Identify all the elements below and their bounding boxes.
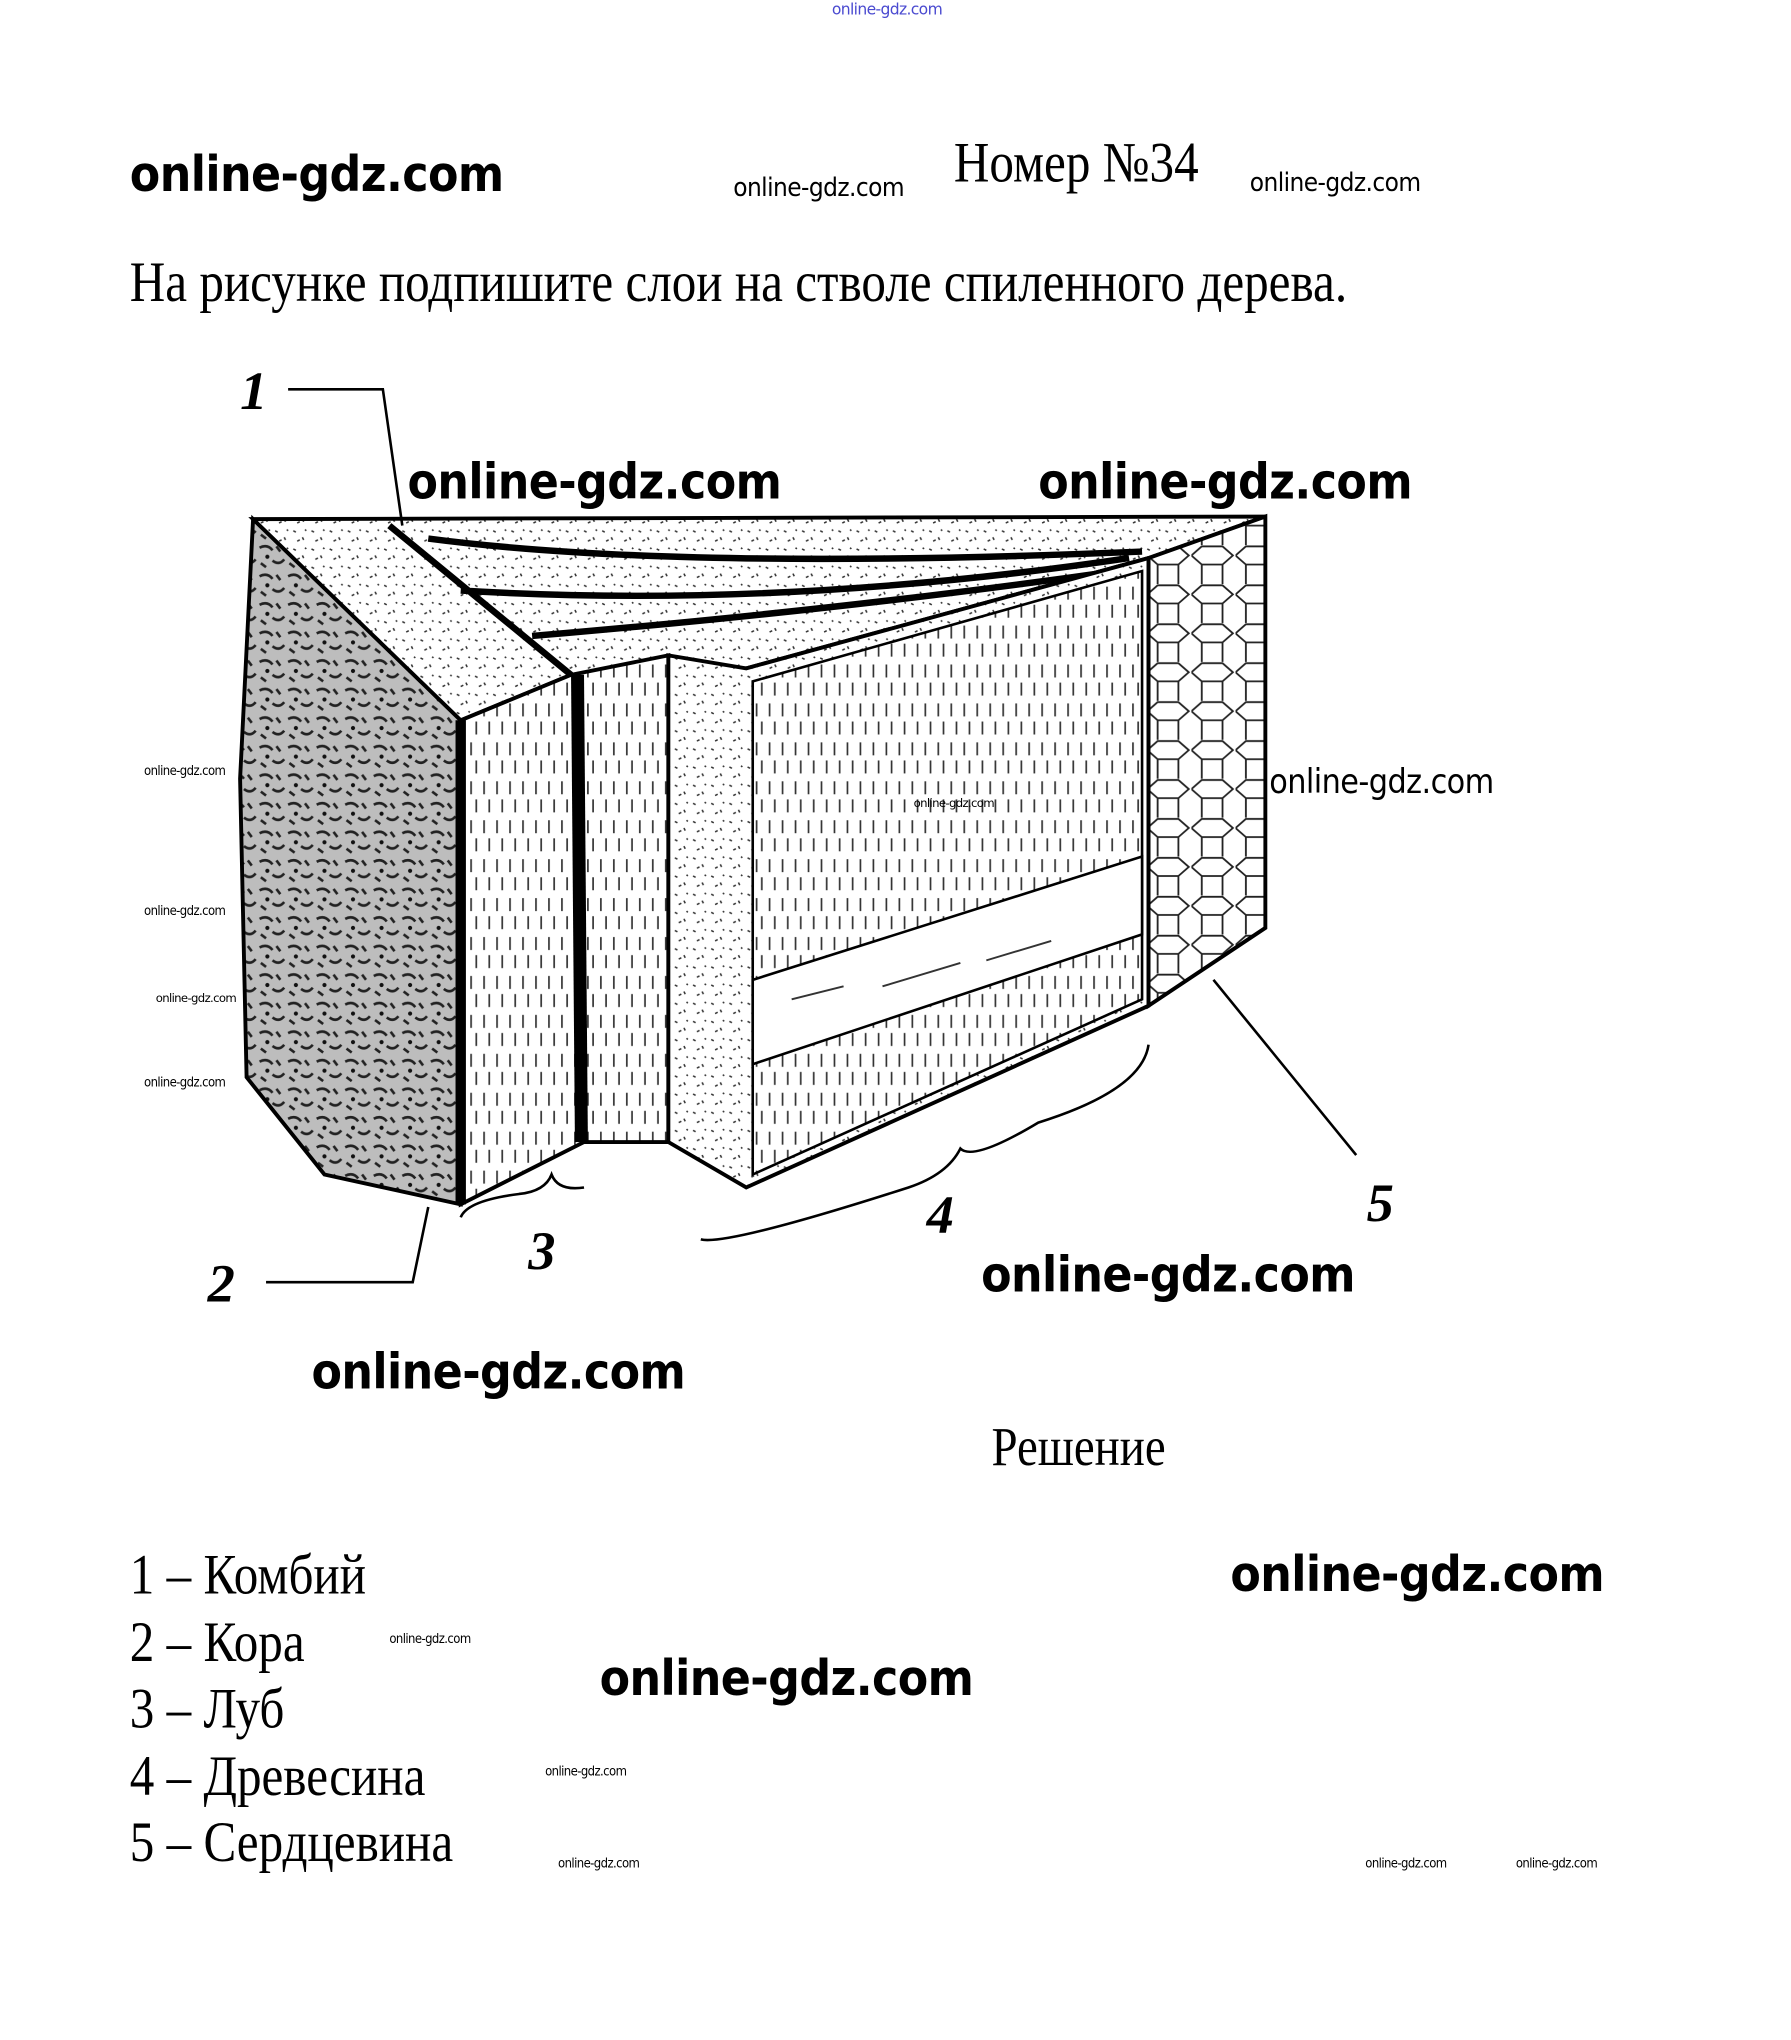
watermark: online-gdz.com <box>144 904 226 919</box>
watermark: online-gdz.com <box>144 764 226 779</box>
solution-heading: Решение <box>991 1418 1166 1479</box>
answer-item: 5 – Сердцевина <box>129 1810 454 1875</box>
figure-label-3: 3 <box>527 1220 555 1281</box>
answer-item: 4 – Древесина <box>129 1744 426 1808</box>
figure-label-4: 4 <box>926 1184 954 1245</box>
watermark: online-gdz.com <box>1230 1545 1605 1603</box>
tree-trunk-figure: 1 2 3 4 5 <box>207 360 1394 1314</box>
answer-item: 3 – Луб <box>129 1676 285 1741</box>
watermark: online-gdz.com <box>311 1343 686 1401</box>
watermark: online-gdz.com <box>1269 763 1494 803</box>
watermark: online-gdz.com <box>1365 1857 1447 1872</box>
watermark: online-gdz.com <box>389 1632 471 1647</box>
watermark: online-gdz.com <box>1249 166 1421 198</box>
watermark: online-gdz.com <box>558 1857 640 1872</box>
watermark: online-gdz.com <box>1515 1857 1598 1872</box>
page-title: Номер №34 <box>953 131 1199 195</box>
watermark: online-gdz.com <box>545 1765 627 1780</box>
watermark-top: online-gdz.com <box>831 0 943 19</box>
watermark: online-gdz.com <box>913 798 995 812</box>
watermark: online-gdz.com <box>129 145 504 203</box>
watermark: online-gdz.com <box>599 1649 974 1707</box>
watermark: online-gdz.com <box>155 992 237 1006</box>
figure-label-5: 5 <box>1367 1172 1394 1233</box>
figure-label-2: 2 <box>207 1253 235 1314</box>
task-text: На рисунке подпишите слои на стволе спил… <box>129 250 1348 315</box>
watermark: online-gdz.com <box>144 1075 226 1091</box>
answer-item: 2 – Кора <box>129 1610 305 1675</box>
bast-face <box>458 653 671 1208</box>
watermark: online-gdz.com <box>981 1245 1355 1303</box>
watermark: online-gdz.com <box>733 171 905 203</box>
pith-face <box>1146 513 1268 1010</box>
figure-label-1: 1 <box>240 360 267 421</box>
watermark: online-gdz.com <box>407 452 782 511</box>
answer-item: 1 – Комбий <box>129 1543 367 1607</box>
watermark: online-gdz.com <box>1038 452 1413 511</box>
